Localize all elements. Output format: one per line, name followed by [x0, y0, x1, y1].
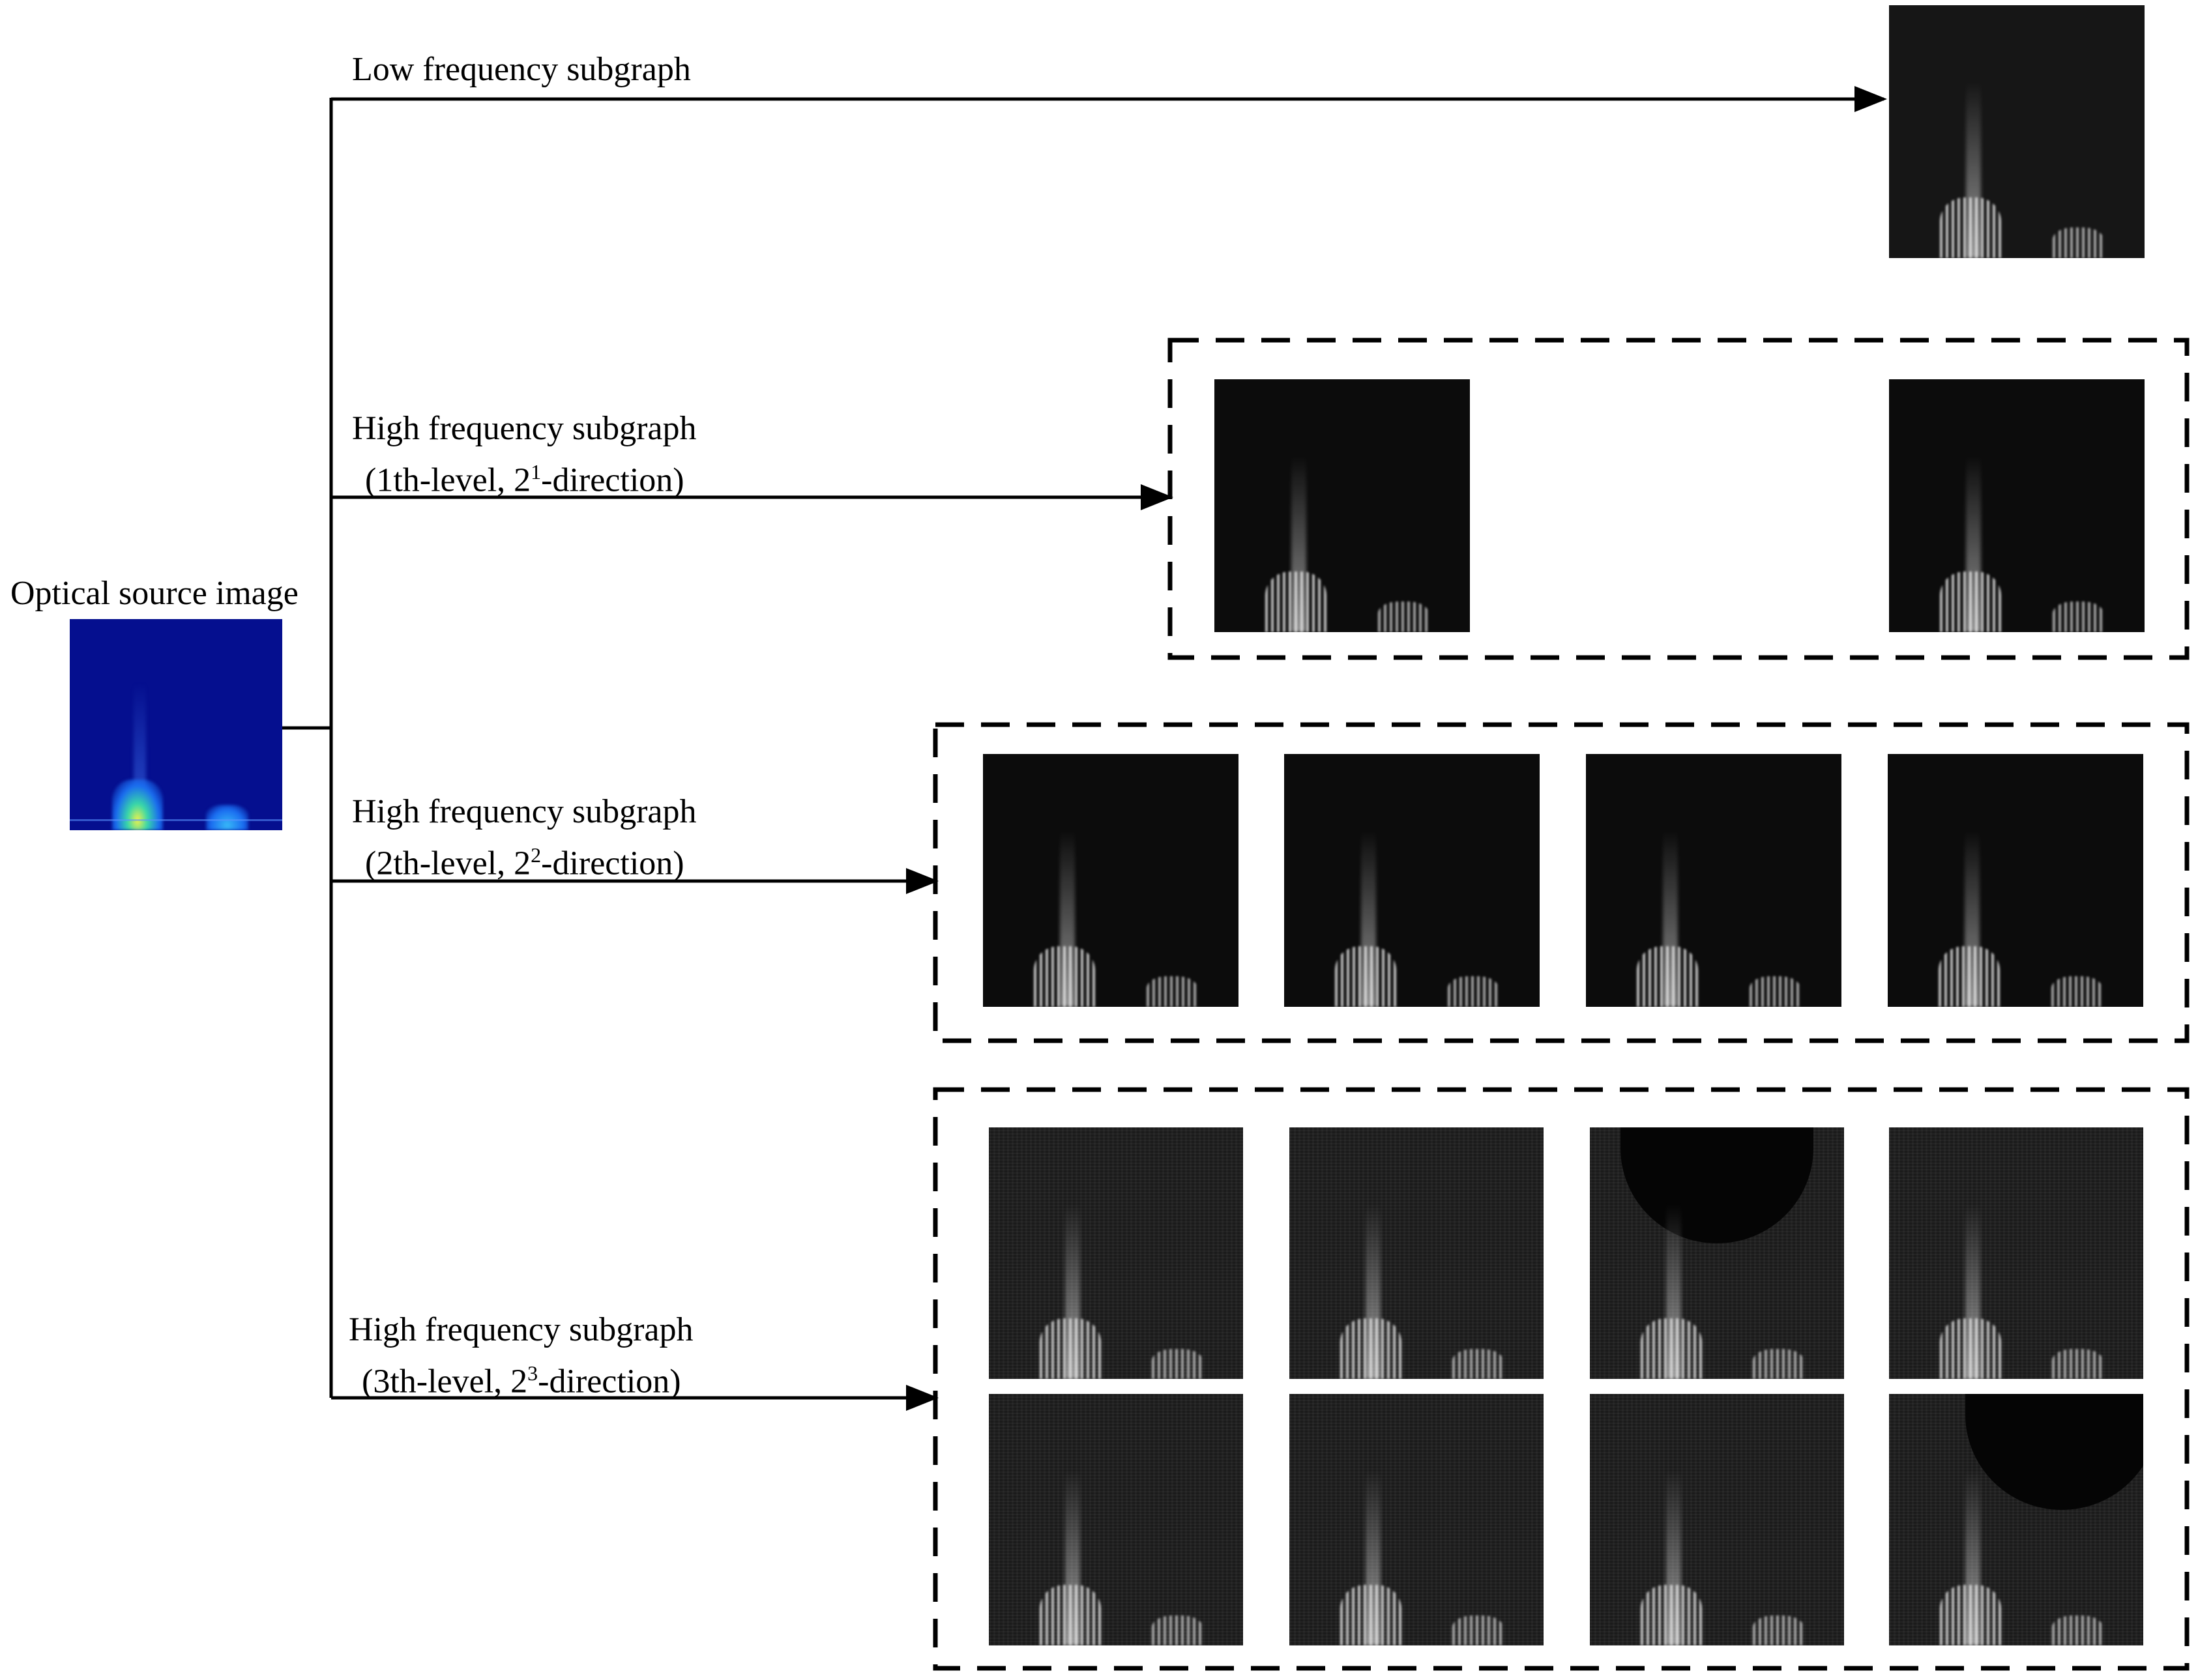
subband-hotspot-secondary — [2052, 601, 2104, 632]
level3-subgraph-image — [1590, 1127, 1844, 1379]
level3-label-exponent: 3 — [527, 1361, 538, 1385]
subband-hotspot-primary — [1340, 1585, 1401, 1645]
level1-label: High frequency subgraph (1th-level, 21-d… — [352, 407, 697, 502]
level3-label-suffix: -direction) — [538, 1363, 681, 1400]
subband-hotspot-primary — [1335, 946, 1397, 1007]
subband-hotspot-primary — [1265, 571, 1327, 632]
subband-hotspot-primary — [1940, 1318, 2001, 1379]
level2-subgraph-image — [983, 754, 1238, 1007]
subband-hotspot-secondary — [1151, 1615, 1203, 1645]
level2-label-exponent: 2 — [531, 843, 542, 867]
subband-noise — [1289, 1127, 1544, 1379]
level2-group-frame — [933, 722, 2190, 1043]
subband-hotspot-secondary — [1452, 1348, 1503, 1379]
level2-label-suffix: -direction) — [541, 845, 684, 882]
subband-hotspot-primary — [1040, 1318, 1101, 1379]
level1-subgraph-image — [1214, 379, 1470, 632]
level2-label-prefix: (2th-level, 2 — [365, 845, 531, 882]
level3-subgraph-image — [1289, 1394, 1544, 1645]
low-frequency-label: Low frequency subgraph — [352, 51, 691, 88]
subband-noise — [989, 1394, 1243, 1645]
subband-hotspot-secondary — [2051, 1615, 2103, 1645]
subband-hotspot-primary — [1641, 1585, 1702, 1645]
source-baseline — [70, 819, 282, 821]
level3-label-line1: High frequency subgraph — [349, 1311, 694, 1348]
source-hotspot-primary — [112, 779, 164, 830]
subband-hotspot-secondary — [2052, 227, 2104, 258]
subband-hotspot-primary — [1939, 946, 2000, 1007]
subband-hotspot-secondary — [1749, 976, 1801, 1007]
subband-hotspot-primary — [1637, 946, 1699, 1007]
level2-label: High frequency subgraph (2th-level, 22-d… — [352, 790, 697, 885]
subband-noise — [989, 1127, 1243, 1379]
level2-label-line2: (2th-level, 22-direction) — [365, 833, 710, 885]
level1-label-exponent: 1 — [531, 460, 542, 484]
level2-label-line1: High frequency subgraph — [352, 793, 697, 830]
subband-hotspot-secondary — [1452, 1615, 1503, 1645]
subband-hotspot-secondary — [1146, 976, 1198, 1007]
subband-hotspot-primary — [1034, 946, 1096, 1007]
level2-subgraph-image — [1284, 754, 1540, 1007]
subband-hotspot-primary — [1940, 1585, 2001, 1645]
level1-group-frame — [1167, 338, 2190, 660]
level2-subgraph-image — [1586, 754, 1841, 1007]
level3-subgraph-image — [1889, 1127, 2143, 1379]
subband-hotspot-primary — [1340, 1318, 1401, 1379]
subband-hotspot-secondary — [1447, 976, 1499, 1007]
subband-hotspot-secondary — [1752, 1615, 1804, 1645]
subband-hotspot-primary — [1040, 1585, 1101, 1645]
subband-hotspot-secondary — [2051, 976, 2103, 1007]
subband-hotspot-secondary — [1377, 601, 1429, 632]
source-image-label: Optical source image — [10, 575, 299, 612]
subband-hotspot-primary — [1940, 571, 2002, 632]
level3-subgraph-image — [989, 1127, 1243, 1379]
level1-label-suffix: -direction) — [541, 461, 684, 499]
level3-subgraph-image — [989, 1394, 1243, 1645]
level3-subgraph-image — [1889, 1394, 2143, 1645]
subband-noise — [1590, 1394, 1844, 1645]
subband-noise — [1889, 1127, 2143, 1379]
subband-hotspot-primary — [1641, 1318, 1702, 1379]
subband-hotspot-secondary — [1752, 1348, 1804, 1379]
level2-subgraph-image — [1888, 754, 2143, 1007]
optical-source-image — [70, 619, 282, 830]
level1-label-prefix: (1th-level, 2 — [365, 461, 531, 499]
level1-label-line2: (1th-level, 21-direction) — [365, 450, 710, 502]
subband-noise — [1289, 1394, 1544, 1645]
level3-label-prefix: (3th-level, 2 — [362, 1363, 528, 1400]
subband-hotspot-primary — [1940, 197, 2002, 258]
subband-hotspot-secondary — [1151, 1348, 1203, 1379]
low-frequency-subgraph-image — [1889, 5, 2145, 258]
level1-label-line1: High frequency subgraph — [352, 410, 697, 447]
level3-subgraph-image — [1590, 1394, 1844, 1645]
subband-hotspot-secondary — [2051, 1348, 2103, 1379]
level1-subgraph-image — [1889, 379, 2145, 632]
level3-label: High frequency subgraph (3th-level, 23-d… — [349, 1309, 694, 1403]
level3-subgraph-image — [1289, 1127, 1544, 1379]
level3-label-line2: (3th-level, 23-direction) — [362, 1352, 707, 1403]
source-hotspot-secondary — [205, 805, 248, 830]
